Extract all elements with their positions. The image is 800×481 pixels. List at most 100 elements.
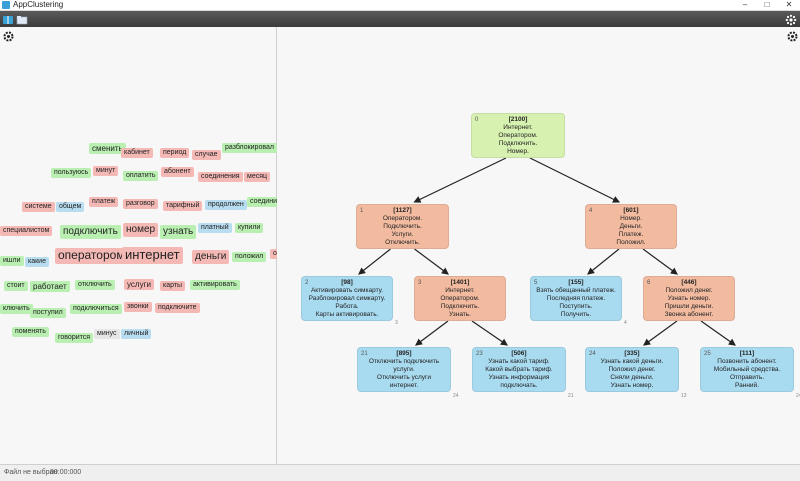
cloud-word[interactable]: говорится	[55, 333, 94, 344]
cloud-word[interactable]: абонент	[161, 167, 194, 178]
gear-icon[interactable]	[787, 29, 798, 42]
status-file: Файл не выбран	[4, 469, 58, 476]
cluster-node[interactable]: 3[1401]Интернет.Оператором.Подключить.Уз…	[414, 276, 506, 321]
cluster-node[interactable]: 1[1127]Оператором.Подключить.Услуги.Откл…	[356, 204, 449, 249]
node-keyword: Отключить подключить	[368, 358, 440, 365]
cloud-word[interactable]: купили	[235, 223, 264, 234]
cloud-word[interactable]: специалистом	[0, 226, 53, 237]
cloud-word[interactable]: общем	[56, 202, 85, 213]
tree-edge-arrow	[643, 320, 678, 346]
cloud-word[interactable]: соединения	[198, 172, 243, 183]
cloud-word[interactable]: минут	[93, 166, 119, 177]
node-count: [506]	[511, 350, 527, 357]
cloud-word[interactable]: поступил	[30, 308, 66, 319]
cloud-word[interactable]: звонки	[124, 302, 152, 313]
tree-edge-arrow	[413, 157, 507, 203]
cloud-word[interactable]: соедини	[247, 197, 280, 208]
cluster-node[interactable]: 23[506]Узнать какой тариф.Какой выбрать …	[472, 347, 566, 392]
cloud-word[interactable]: поменять	[12, 327, 49, 338]
cloud-word[interactable]: разблокировал	[222, 143, 277, 154]
cloud-word[interactable]: ключить	[0, 304, 33, 315]
node-keyword: Узнать какой тариф.	[488, 358, 550, 365]
cloud-word[interactable]: стоит	[4, 281, 28, 292]
node-keyword: Последняя платеж.	[546, 295, 606, 302]
cluster-node[interactable]: 2[98]Активировать симкарту.Разблокировал…	[301, 276, 393, 321]
cloud-word[interactable]: услуги	[124, 279, 154, 291]
split-view-icon[interactable]	[2, 13, 14, 25]
node-keyword: Узнать какой деньги.	[600, 358, 664, 365]
cloud-word[interactable]: какие	[25, 257, 49, 268]
node-id: 24	[589, 351, 596, 357]
node-id: 1	[360, 208, 364, 214]
node-keyword: Подключить.	[440, 303, 480, 310]
node-badge: 21	[568, 393, 574, 399]
cloud-word[interactable]: сменить	[89, 143, 126, 155]
cloud-word[interactable]: номер	[123, 223, 159, 237]
tree-edge-arrow	[642, 248, 678, 275]
cloud-word[interactable]: подключить	[60, 225, 121, 239]
node-keyword: Узнать номер.	[610, 382, 654, 389]
cloud-word[interactable]: подключиться	[70, 304, 122, 315]
node-id: 6	[647, 280, 651, 286]
cluster-node[interactable]: 0[2100]Интернет.Оператором.Подключить.Но…	[471, 113, 565, 158]
cloud-word[interactable]: случае	[192, 150, 221, 161]
node-keyword: Мобильный средства.	[713, 366, 781, 373]
cloud-word[interactable]: минус	[94, 329, 120, 340]
cloud-word[interactable]: узнать	[160, 225, 197, 239]
cluster-node[interactable]: 5[155]Взять обещанный платеж.Последняя п…	[530, 276, 622, 321]
toolbar	[0, 11, 800, 27]
node-keyword: Отключить услуги	[376, 374, 432, 381]
cloud-word[interactable]: отключить	[75, 280, 115, 291]
cloud-word[interactable]: карты	[160, 281, 186, 292]
node-count: [111]	[739, 350, 755, 357]
status-bar: Файл не выбран 00:00:000	[0, 464, 800, 481]
cloud-word[interactable]: деньги	[192, 250, 230, 264]
cloud-word[interactable]: активировать	[190, 280, 240, 291]
cloud-word[interactable]: платный	[198, 223, 232, 234]
cloud-word[interactable]: тарифный	[163, 201, 203, 212]
node-keyword: Подключить.	[498, 140, 538, 147]
tree-edge-arrow	[415, 320, 449, 346]
cloud-word[interactable]: продолжен	[205, 200, 247, 211]
cloud-word[interactable]: месяц	[244, 172, 271, 183]
cloud-word[interactable]: оператором	[55, 248, 128, 264]
cloud-word[interactable]: ишли	[0, 256, 24, 267]
node-keyword: Положил.	[616, 239, 646, 246]
cloud-word[interactable]: платеж	[89, 197, 119, 208]
folder-icon[interactable]	[16, 13, 28, 25]
cloud-word[interactable]: работает	[30, 281, 70, 293]
settings-icon[interactable]	[785, 13, 797, 26]
close-button[interactable]: ✕	[785, 0, 793, 9]
node-count: [1127]	[393, 207, 412, 214]
minimize-button[interactable]: –	[742, 0, 748, 9]
cluster-node[interactable]: 25[111]Позвонить абонент.Мобильный средс…	[700, 347, 794, 392]
node-keyword: Номер.	[507, 148, 529, 155]
cloud-word[interactable]: пользуюсь	[51, 168, 92, 179]
cloud-word[interactable]: интернет	[122, 247, 183, 264]
node-keyword: Положил денег.	[608, 366, 656, 373]
gear-icon[interactable]	[3, 29, 14, 42]
cloud-word[interactable]: положил	[232, 252, 267, 263]
node-keyword: Карты активировать.	[315, 311, 379, 318]
cloud-word[interactable]: период	[160, 148, 190, 159]
cloud-word[interactable]: подключите	[155, 303, 200, 314]
node-count: [601]	[623, 207, 639, 214]
cluster-node[interactable]: 4[601]Номер.Деньги.Платеж.Положил.	[585, 204, 677, 249]
cloud-word[interactable]: о	[270, 249, 280, 260]
node-keyword: Интернет.	[445, 287, 475, 294]
cloud-word[interactable]: оплатить	[123, 171, 159, 182]
node-keyword: Отключить.	[385, 239, 420, 246]
cluster-node[interactable]: 6[446]Положил денег.Узнать номер.Пришли …	[643, 276, 735, 321]
cloud-word[interactable]: разговор	[123, 199, 158, 210]
cluster-tree-panel: 0[2100]Интернет.Оператором.Подключить.Но…	[277, 27, 800, 464]
cluster-node[interactable]: 24[335]Узнать какой деньги.Положил денег…	[585, 347, 679, 392]
node-keyword: Интернет.	[503, 124, 533, 131]
cloud-word[interactable]: личный	[121, 329, 152, 340]
node-keyword: Узнать номер.	[667, 295, 711, 302]
cloud-word[interactable]: кабинет	[121, 148, 153, 159]
node-count: [895]	[396, 350, 412, 357]
cloud-word[interactable]: системе	[22, 202, 55, 213]
maximize-button[interactable]: □	[764, 0, 770, 9]
